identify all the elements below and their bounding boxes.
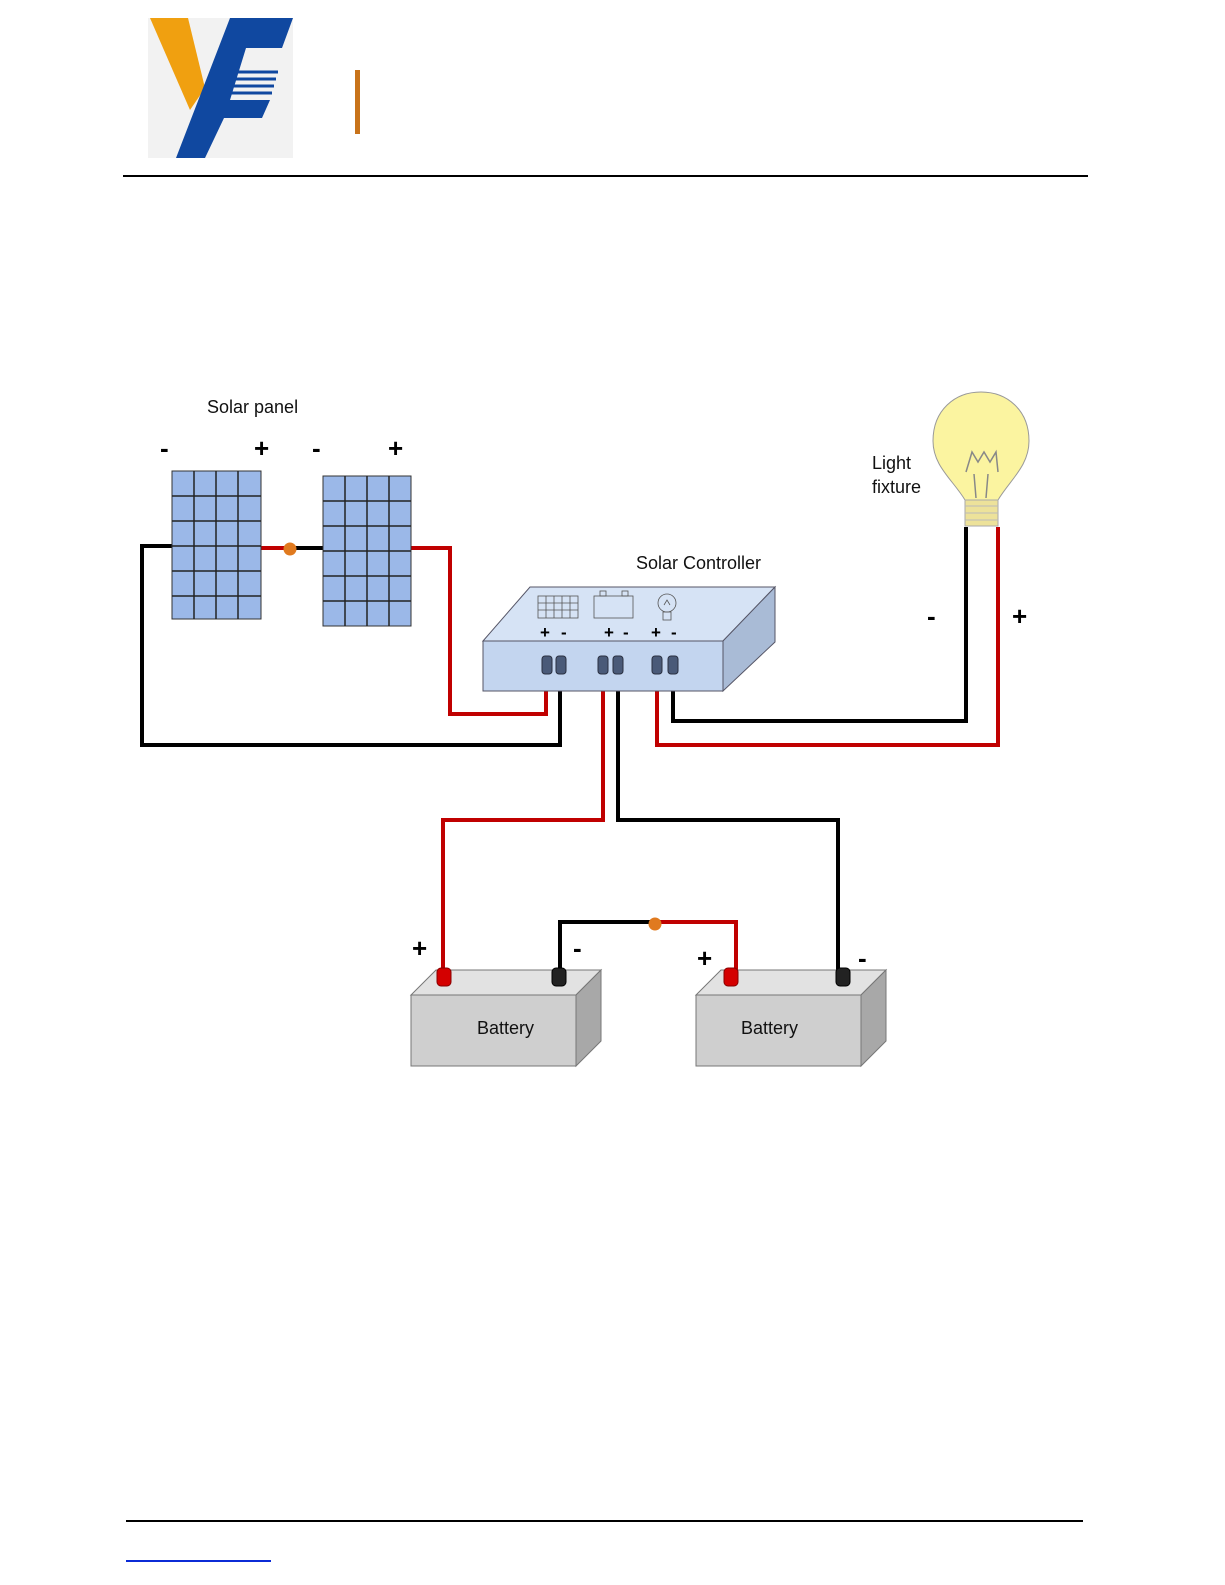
solar-panel-2 bbox=[323, 476, 411, 626]
header-accent-bar bbox=[355, 70, 360, 134]
battery1-positive-terminal bbox=[437, 968, 451, 986]
controller-load-negative: - bbox=[671, 623, 677, 642]
terminal-load-positive bbox=[652, 656, 662, 674]
terminal-battery-negative bbox=[613, 656, 623, 674]
terminal-load-negative bbox=[668, 656, 678, 674]
battery1-negative-sign: - bbox=[573, 933, 582, 963]
controller-battery-positive: + bbox=[604, 623, 614, 642]
solar-controller-label: Solar Controller bbox=[636, 553, 761, 573]
wire-battery-series-red bbox=[655, 922, 736, 970]
battery2-positive-terminal bbox=[724, 968, 738, 986]
light-fixture-label-line2: fixture bbox=[872, 477, 921, 497]
battery2-negative-sign: - bbox=[858, 943, 867, 973]
battery2-positive-sign: + bbox=[697, 943, 712, 973]
battery-series-junction bbox=[649, 918, 662, 931]
panel1-positive-sign: + bbox=[254, 433, 269, 463]
battery1-positive-sign: + bbox=[412, 933, 427, 963]
controller-solar-negative: - bbox=[561, 623, 567, 642]
light-positive-sign: + bbox=[1012, 601, 1027, 631]
terminal-battery-positive bbox=[598, 656, 608, 674]
solar-panel-1 bbox=[172, 471, 261, 619]
wire-battery-positive bbox=[443, 672, 603, 970]
battery1-negative-terminal bbox=[552, 968, 566, 986]
solar-panel-label: Solar panel bbox=[207, 397, 298, 417]
light-fixture-label-line1: Light bbox=[872, 453, 911, 473]
panel2-positive-sign: + bbox=[388, 433, 403, 463]
terminal-solar-negative bbox=[556, 656, 566, 674]
light-bulb bbox=[933, 392, 1029, 526]
controller-solar-positive: + bbox=[540, 623, 550, 642]
controller-load-positive: + bbox=[651, 623, 661, 642]
company-logo bbox=[148, 18, 293, 158]
panel2-negative-sign: - bbox=[312, 433, 321, 463]
terminal-solar-positive bbox=[542, 656, 552, 674]
panel-series-junction bbox=[284, 543, 297, 556]
battery1-label: Battery bbox=[477, 1018, 534, 1038]
battery2-label: Battery bbox=[741, 1018, 798, 1038]
panel1-negative-sign: - bbox=[160, 433, 169, 463]
controller-battery-negative: - bbox=[623, 623, 629, 642]
battery2-negative-terminal bbox=[836, 968, 850, 986]
light-negative-sign: - bbox=[927, 601, 936, 631]
solar-controller bbox=[483, 587, 775, 691]
footer-link[interactable] bbox=[126, 1546, 271, 1562]
